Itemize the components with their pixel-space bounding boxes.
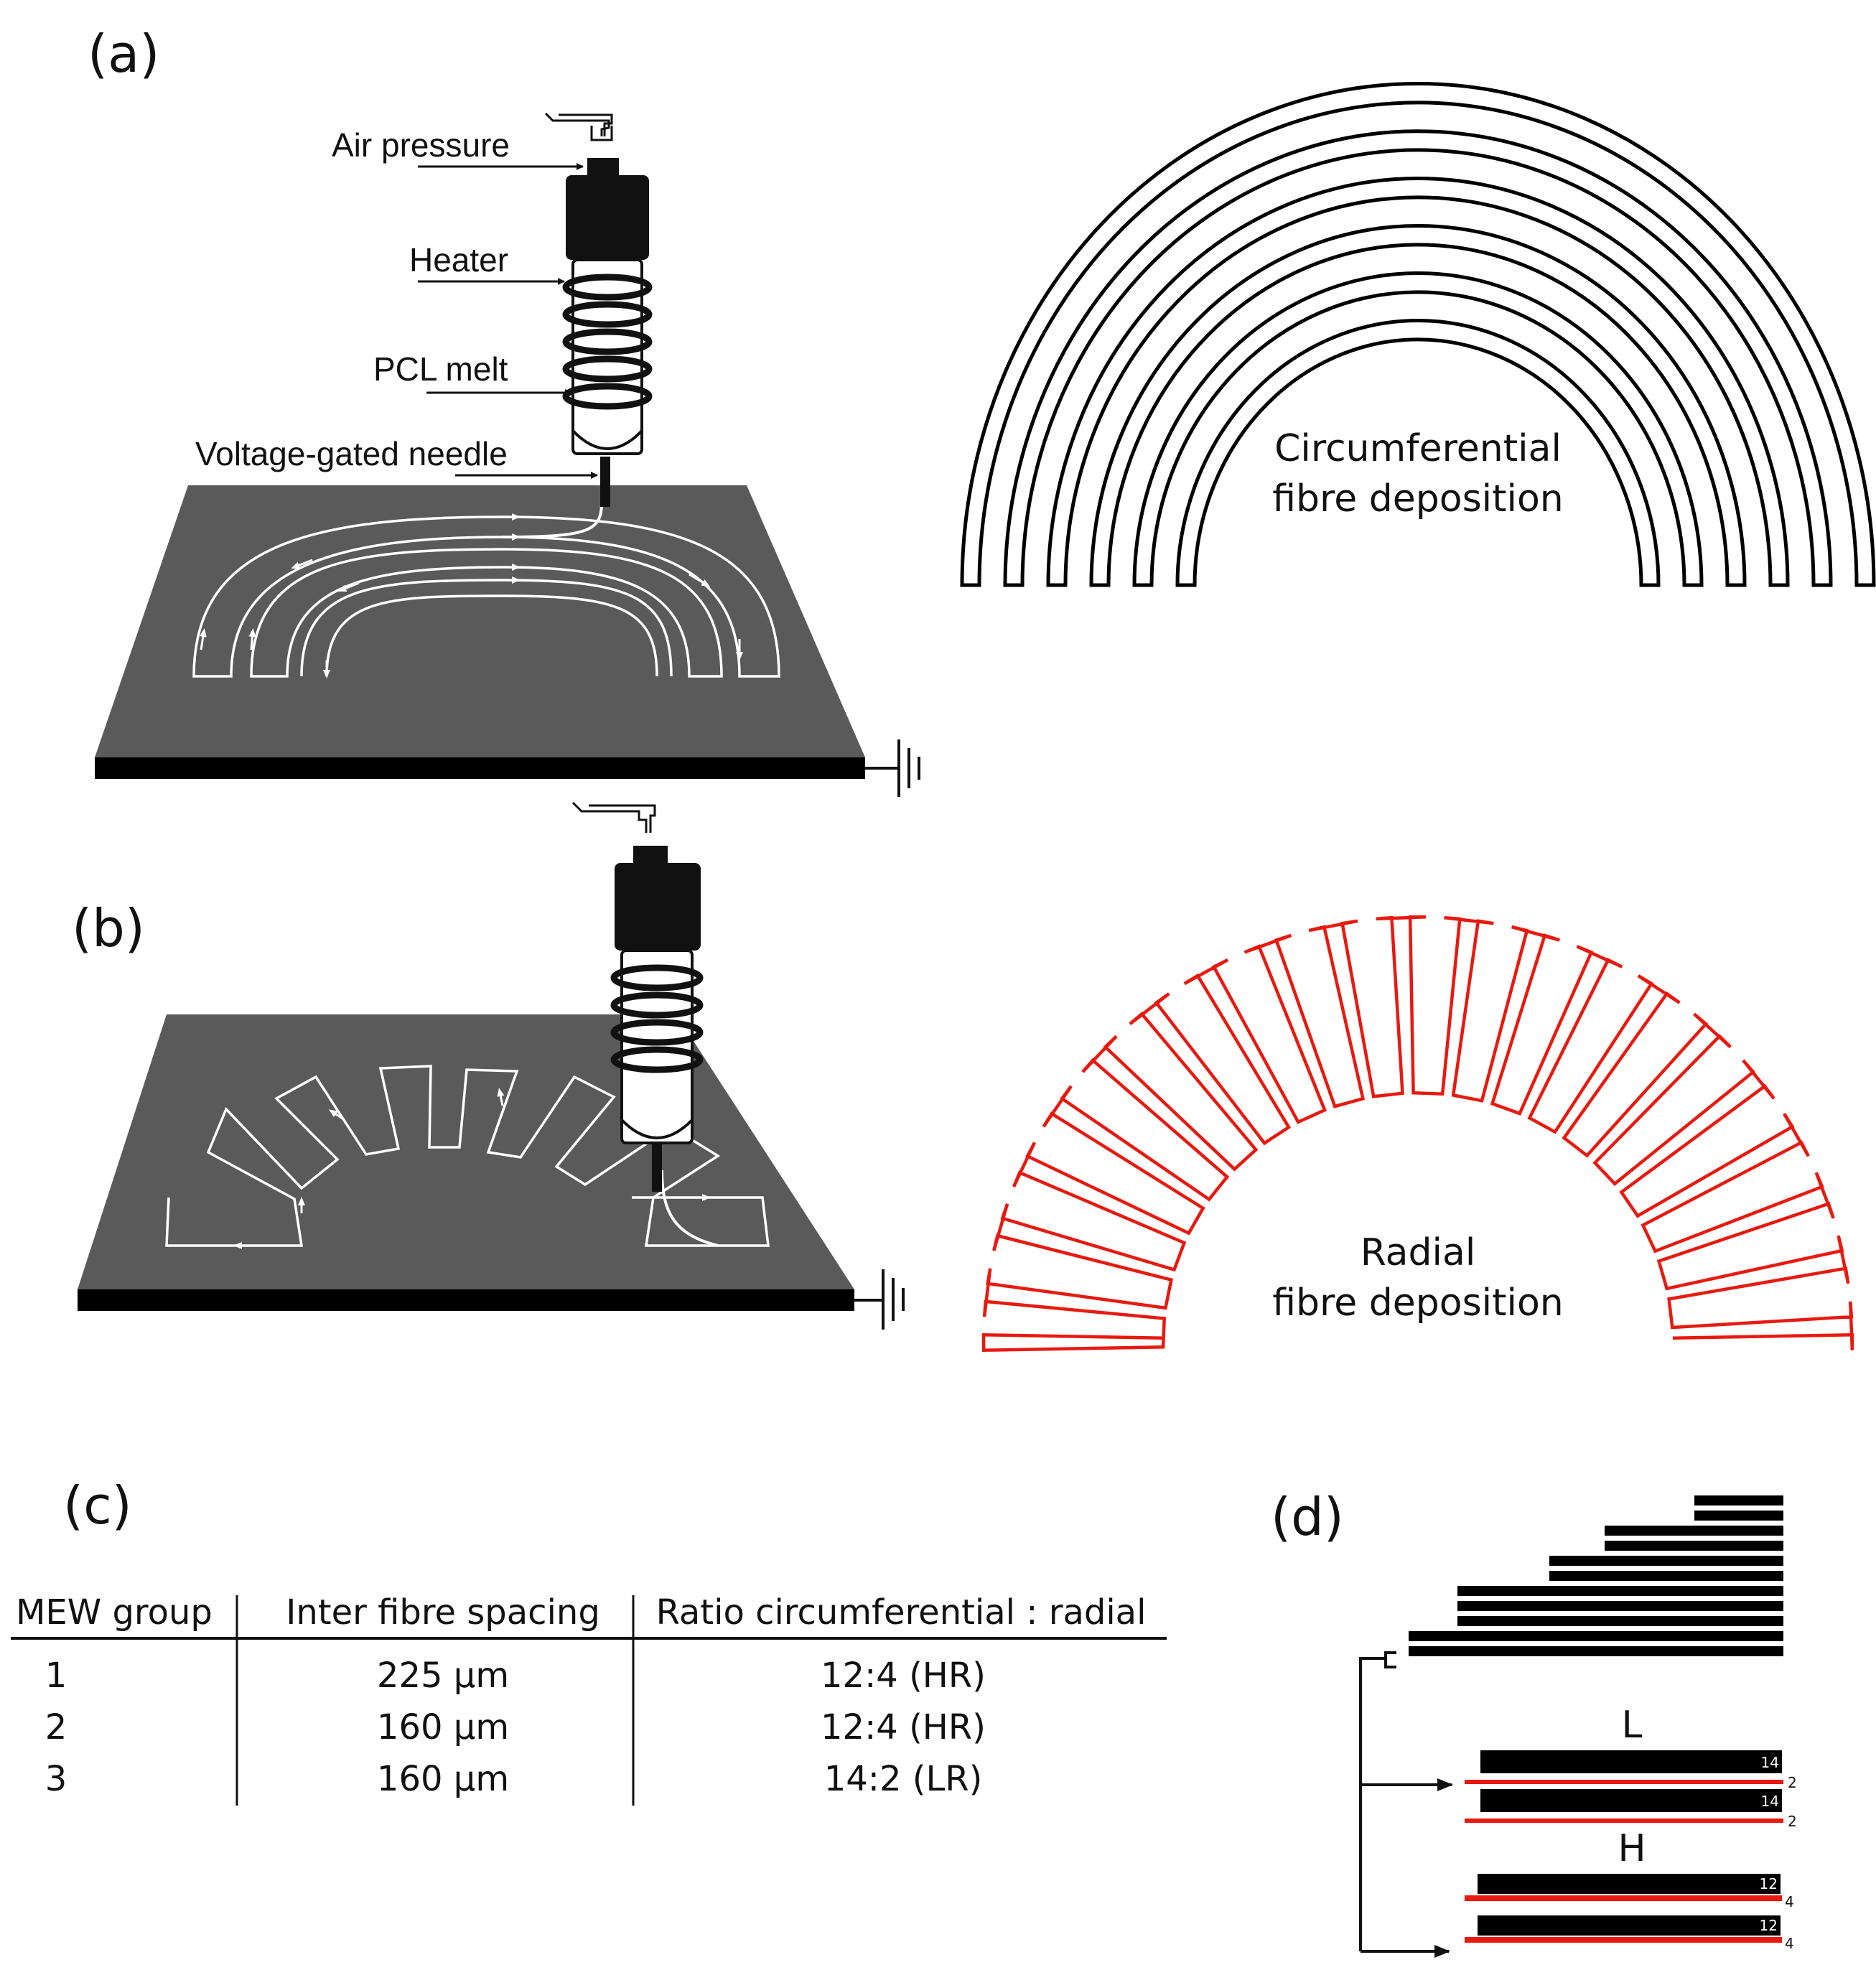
collector-base-b xyxy=(78,1289,854,1311)
layer-stacking-diagram: L H 14 2 14 2 12 4 12 4 xyxy=(1359,1495,1797,1958)
table-header-group: MEW group xyxy=(16,1592,213,1633)
panel-label-b: (b) xyxy=(72,898,145,958)
layer-bar xyxy=(1694,1511,1783,1521)
callout-heater: Heater xyxy=(409,241,508,279)
callout-air-pressure: Air pressure xyxy=(332,126,510,164)
L-circumferential-bar xyxy=(1480,1750,1782,1773)
H-radial-bar xyxy=(1465,1895,1782,1901)
layer-label-L: L xyxy=(1622,1704,1643,1747)
L-circ-count: 14 xyxy=(1761,1754,1779,1771)
circumferential-label-line2: fibre deposition xyxy=(1272,477,1564,520)
layer-label-H: H xyxy=(1618,1827,1646,1870)
H-radial-bar xyxy=(1465,1937,1782,1943)
mew-groups-table: MEW group Inter fibre spacing Ratio circ… xyxy=(11,1592,1167,1806)
panel-a-setup: Air pressure Heater PCL melt Voltage-gat… xyxy=(95,112,920,797)
L-circumferential-bar xyxy=(1480,1789,1782,1812)
L-circ-count: 14 xyxy=(1761,1793,1779,1810)
table-cell: 12:4 (HR) xyxy=(821,1707,986,1747)
table-cell: 160 µm xyxy=(377,1759,509,1799)
panel-label-d: (d) xyxy=(1271,1487,1344,1547)
heater-coil-icon-b xyxy=(610,964,704,1073)
radial-pattern xyxy=(981,915,1854,1352)
layer-bar xyxy=(1549,1571,1783,1581)
circumferential-pattern xyxy=(960,82,1876,587)
circumferential-fibre-loop xyxy=(1175,319,1661,587)
fibre-jet-b xyxy=(661,1170,719,1247)
circumferential-fibre-loop xyxy=(1046,177,1790,587)
circumferential-fibre-loop xyxy=(1089,224,1747,587)
callout-needle: Voltage-gated needle xyxy=(195,435,508,472)
collector-plate-a xyxy=(95,485,865,757)
layer-bar xyxy=(1409,1631,1783,1641)
fibre-direction-arrows xyxy=(199,513,743,678)
heater-coil-icon xyxy=(562,274,653,410)
table-cell: 1 xyxy=(45,1656,67,1696)
table-cell: 160 µm xyxy=(377,1707,509,1747)
circumferential-label-line1: Circumferential xyxy=(1274,427,1562,470)
layer-bar xyxy=(1457,1586,1783,1596)
table-header-ratio: Ratio circumferential : radial xyxy=(656,1592,1147,1633)
table-cell: 2 xyxy=(45,1707,67,1747)
panel-b-setup xyxy=(78,801,905,1330)
print-head-a xyxy=(544,112,649,507)
ground-icon xyxy=(865,739,920,797)
layer-bar xyxy=(1605,1541,1783,1551)
collector-base-a xyxy=(95,757,865,779)
table-cell: 12:4 (HR) xyxy=(821,1656,986,1696)
layer-bar xyxy=(1549,1556,1783,1566)
layer-bar xyxy=(1457,1616,1783,1626)
layer-bar xyxy=(1457,1601,1783,1611)
circumferential-fibre-loop xyxy=(1132,271,1704,587)
table-header-spacing: Inter fibre spacing xyxy=(286,1592,600,1633)
table-cell: 225 µm xyxy=(377,1656,509,1696)
fibre-direction-arrows-b xyxy=(233,1088,711,1249)
layer-bar xyxy=(1605,1526,1783,1536)
L-rad-count: 2 xyxy=(1788,1813,1797,1830)
radial-label-line1: Radial xyxy=(1361,1231,1476,1274)
circumferential-fibre-loop xyxy=(960,82,1876,587)
H-circ-count: 12 xyxy=(1760,1917,1778,1934)
H-circ-count: 12 xyxy=(1760,1875,1778,1892)
layer-bar xyxy=(1694,1495,1783,1505)
ground-icon-b xyxy=(854,1269,905,1330)
layer-staircase xyxy=(1409,1495,1783,1656)
H-circumferential-bar xyxy=(1478,1915,1781,1936)
table-cell: 3 xyxy=(45,1759,67,1799)
H-circumferential-bar xyxy=(1478,1874,1781,1894)
deposited-fibres-radial xyxy=(165,1065,770,1247)
collector-plate-b xyxy=(78,1014,854,1289)
callout-pcl-melt: PCL melt xyxy=(373,350,508,388)
table-cell: 14:2 (LR) xyxy=(824,1759,983,1799)
layer-tree xyxy=(1359,1651,1453,1958)
H-rad-count: 4 xyxy=(1785,1935,1794,1952)
panel-label-a: (a) xyxy=(88,24,159,84)
L-rad-count: 2 xyxy=(1788,1774,1797,1791)
H-rad-count: 4 xyxy=(1785,1893,1794,1910)
fibre-jet-a xyxy=(502,502,603,538)
layer-bar xyxy=(1409,1646,1783,1656)
circumferential-fibre-loop xyxy=(1003,129,1833,587)
panel-label-c: (c) xyxy=(63,1475,132,1536)
radial-label-line2: fibre deposition xyxy=(1272,1282,1564,1325)
